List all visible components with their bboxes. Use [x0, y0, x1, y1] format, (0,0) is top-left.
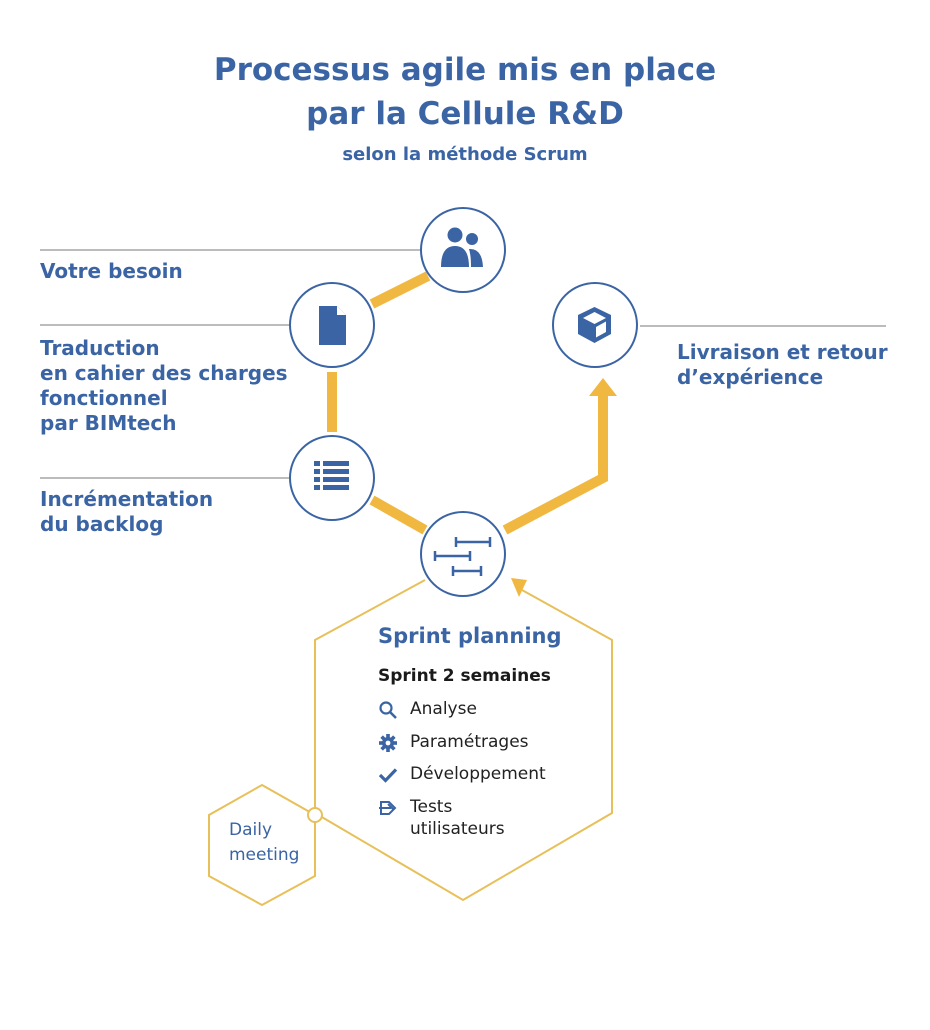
step-label-backlog: Incrémentation du backlog	[40, 487, 214, 536]
check-icon	[378, 768, 398, 783]
timeline-bars-icon	[433, 537, 492, 576]
page-title-line2: par la Cellule R&D	[306, 96, 624, 132]
daily-connector-dot	[307, 807, 323, 823]
step-label-traduction: Traduction en cahier des charges fonctio…	[40, 336, 288, 435]
sprint-planning-title: Sprint planning	[378, 624, 562, 648]
page-title-line1: Processus agile mis en place	[213, 52, 717, 88]
sprint-duration: Sprint 2 semaines	[378, 666, 551, 686]
gear-icon	[379, 734, 397, 752]
ticket-tools-icon	[379, 801, 397, 815]
search-icon	[379, 701, 397, 719]
daily-meeting-label: Daily meeting	[229, 820, 300, 865]
step-label-livraison: Livraison et retour d’expérience	[677, 340, 888, 389]
node-besoin	[420, 207, 506, 293]
document-icon	[319, 306, 346, 345]
node-livraison	[552, 282, 638, 368]
process-path	[327, 271, 608, 535]
list-icon	[314, 461, 349, 490]
livraison-arrowhead	[589, 378, 617, 396]
sprint-hexagon	[314, 579, 613, 902]
node-sprint	[420, 511, 506, 597]
step-label-besoin: Votre besoin	[40, 259, 183, 283]
node-backlog	[289, 435, 375, 521]
users-icon	[441, 227, 483, 267]
sprint-loop-arrowhead	[511, 578, 527, 597]
page-subtitle: selon la méthode Scrum	[342, 144, 588, 165]
node-traduction	[289, 282, 375, 368]
package-box-icon	[578, 307, 611, 343]
